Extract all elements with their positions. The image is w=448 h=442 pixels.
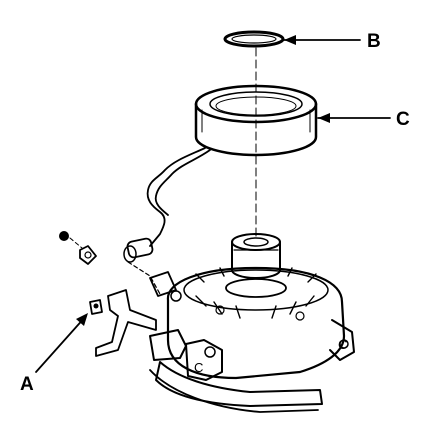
housing-mark-right: C [338,337,347,352]
pulley-shaft [231,233,281,279]
callout-label-a: A [20,374,34,395]
field-coil-c [194,84,318,157]
callout-label-c: C [396,109,410,130]
compressor-housing [149,266,355,413]
screw-part [59,231,97,265]
leader-arrow-c [317,113,391,123]
housing-mark-left: C [194,360,203,375]
leader-arrow-b [283,35,361,45]
mounting-bracket [89,261,177,357]
snap-ring-b [223,30,285,48]
leader-arrow-a [35,313,88,373]
callout-label-b: B [367,31,381,52]
coil-lead-wire [123,147,211,263]
